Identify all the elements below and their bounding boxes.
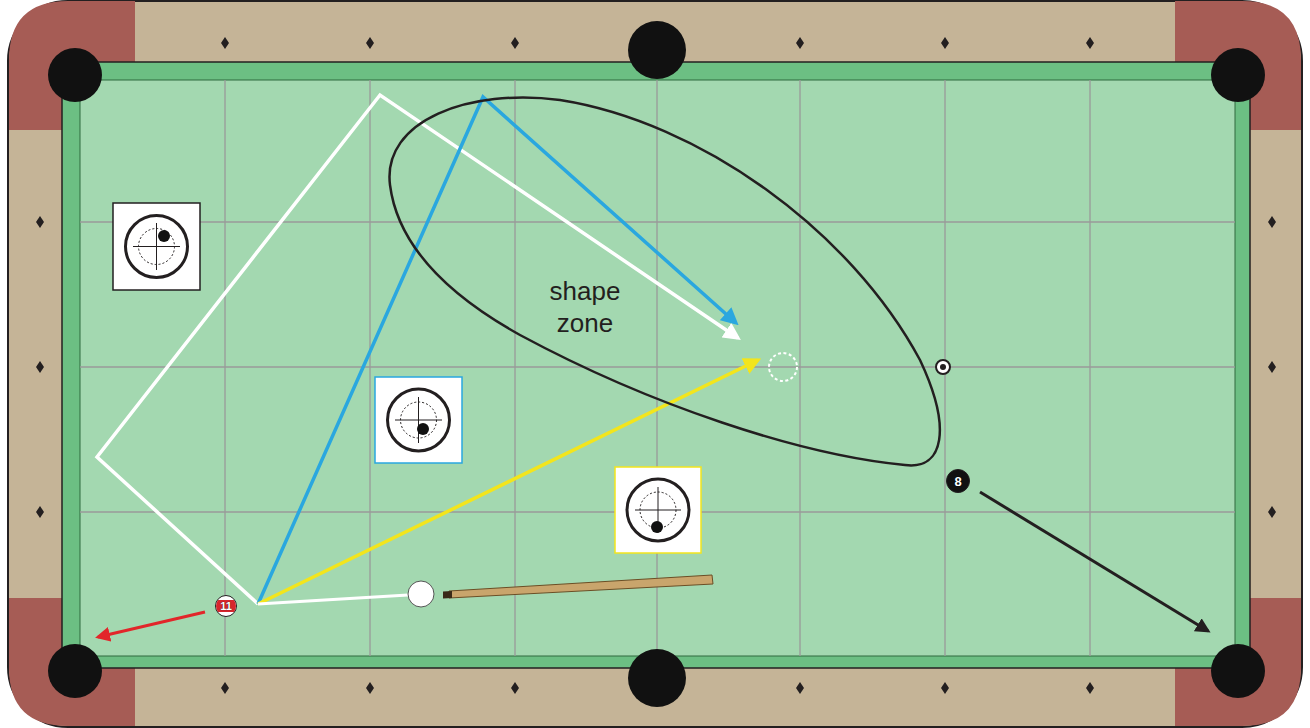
cue-ball bbox=[408, 581, 434, 607]
rail-diamond bbox=[511, 37, 519, 49]
zone-outline bbox=[385, 88, 947, 472]
ball-stripe bbox=[215, 600, 237, 612]
rail-diamond bbox=[796, 37, 804, 49]
rail-diamond bbox=[941, 682, 949, 694]
rail-diamond bbox=[221, 682, 229, 694]
object-ball-path bbox=[980, 492, 1208, 631]
zone-outline bbox=[389, 98, 939, 466]
shape-zone: shape zone bbox=[385, 88, 947, 472]
rail-diamond bbox=[1268, 361, 1276, 373]
rail-diamond bbox=[36, 361, 44, 373]
rail-diamond bbox=[1086, 37, 1094, 49]
rail-diamond bbox=[796, 682, 804, 694]
rail-diamond bbox=[36, 216, 44, 228]
spin-icon bbox=[375, 377, 462, 463]
rail-diamonds bbox=[36, 37, 1276, 694]
center-spot bbox=[936, 360, 950, 374]
ball: 8 bbox=[946, 469, 970, 493]
ball-body bbox=[216, 596, 237, 617]
zone-label: shape zone bbox=[544, 275, 626, 340]
ghost-ball bbox=[769, 353, 797, 381]
ball-number: 11 bbox=[220, 601, 232, 612]
rail-diamond bbox=[366, 682, 374, 694]
cushion bbox=[62, 62, 1250, 668]
table-felt bbox=[80, 80, 1235, 656]
rail-diamond bbox=[511, 682, 519, 694]
cue-ball-path bbox=[258, 360, 758, 604]
ball-number: 8 bbox=[954, 475, 961, 488]
rail-diamond bbox=[1268, 506, 1276, 518]
pockets bbox=[48, 21, 1265, 707]
rail-diamond bbox=[221, 37, 229, 49]
spin-icon bbox=[615, 467, 701, 553]
rail-diamond bbox=[941, 37, 949, 49]
ball-body bbox=[947, 470, 970, 493]
ball: 11 bbox=[215, 595, 237, 617]
rail-diamond bbox=[1268, 216, 1276, 228]
cue-ball-path bbox=[258, 97, 736, 604]
object-ball-path bbox=[98, 612, 205, 637]
cue-stick bbox=[443, 575, 713, 599]
spin-icon bbox=[113, 203, 200, 290]
rail-diamond bbox=[36, 506, 44, 518]
table-rail bbox=[8, 1, 1302, 727]
rail-diamond bbox=[366, 37, 374, 49]
rail-diamond bbox=[1086, 682, 1094, 694]
aim-line bbox=[258, 595, 408, 604]
grid-lines bbox=[80, 80, 1235, 656]
